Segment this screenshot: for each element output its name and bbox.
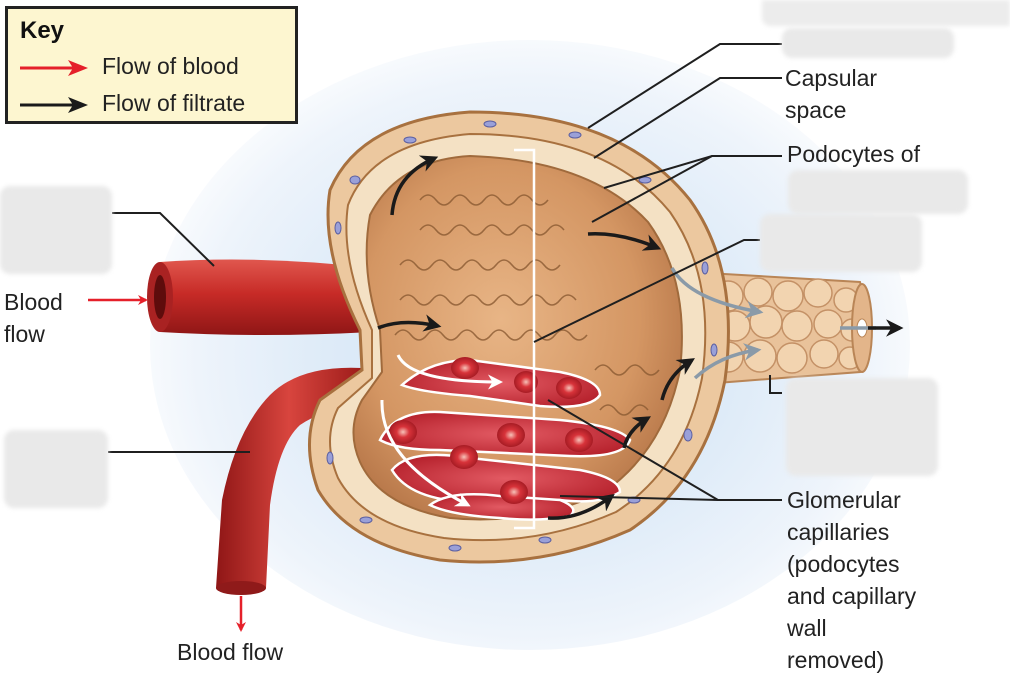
hidden-label-glomerulus: [760, 214, 922, 272]
legend-item-blood: Flow of blood: [18, 53, 293, 83]
legend-title: Key: [20, 17, 65, 44]
capsular-space-line-1: Capsular: [785, 65, 878, 91]
hidden-label-tubule: [786, 378, 938, 476]
capsular-space-line-2: space: [785, 97, 847, 123]
blood-flow-out-label: Blood flow: [177, 639, 284, 665]
afferent-arteriole: [147, 259, 372, 335]
hidden-label-capsule-wall: [782, 28, 954, 58]
legend-key: Key Flow of blood Flow of filtrate: [5, 6, 298, 124]
black-arrow-icon: [20, 97, 88, 113]
hidden-label-afferent: [0, 186, 112, 274]
glomerular-capillaries-label: Glomerular capillaries (podocytes and ca…: [787, 484, 916, 676]
red-blood-cells: [389, 357, 593, 504]
glomerulus-tissue: [352, 154, 695, 521]
glomerular-line-5: wall: [787, 615, 827, 641]
glomerular-line-2: capillaries: [787, 519, 890, 545]
hidden-label-efferent: [4, 430, 108, 508]
blood-flow-in-label: Blood flow: [4, 286, 63, 350]
blood-flow-in-line-1: Blood: [4, 289, 63, 315]
hidden-label-podocytes: [788, 170, 968, 214]
glomerular-line-4: and capillary: [787, 583, 917, 609]
red-arrow-icon: [20, 60, 88, 76]
capsular-space-label: Capsular space: [785, 62, 877, 126]
efferent-arteriole: [216, 367, 362, 595]
glomerular-line-1: Glomerular: [787, 487, 901, 513]
leader-lines: [108, 43, 782, 501]
podocytes-label: Podocytes of: [787, 141, 920, 167]
glomerular-line-3: (podocytes: [787, 551, 900, 577]
blood-flow-in-line-2: flow: [4, 321, 45, 347]
legend-label-blood: Flow of blood: [102, 53, 239, 79]
glomerular-line-6: removed): [787, 647, 885, 673]
legend-label-filtrate: Flow of filtrate: [102, 90, 246, 116]
legend-item-filtrate: Flow of filtrate: [18, 90, 293, 120]
hidden-label-top: [762, 0, 1010, 26]
